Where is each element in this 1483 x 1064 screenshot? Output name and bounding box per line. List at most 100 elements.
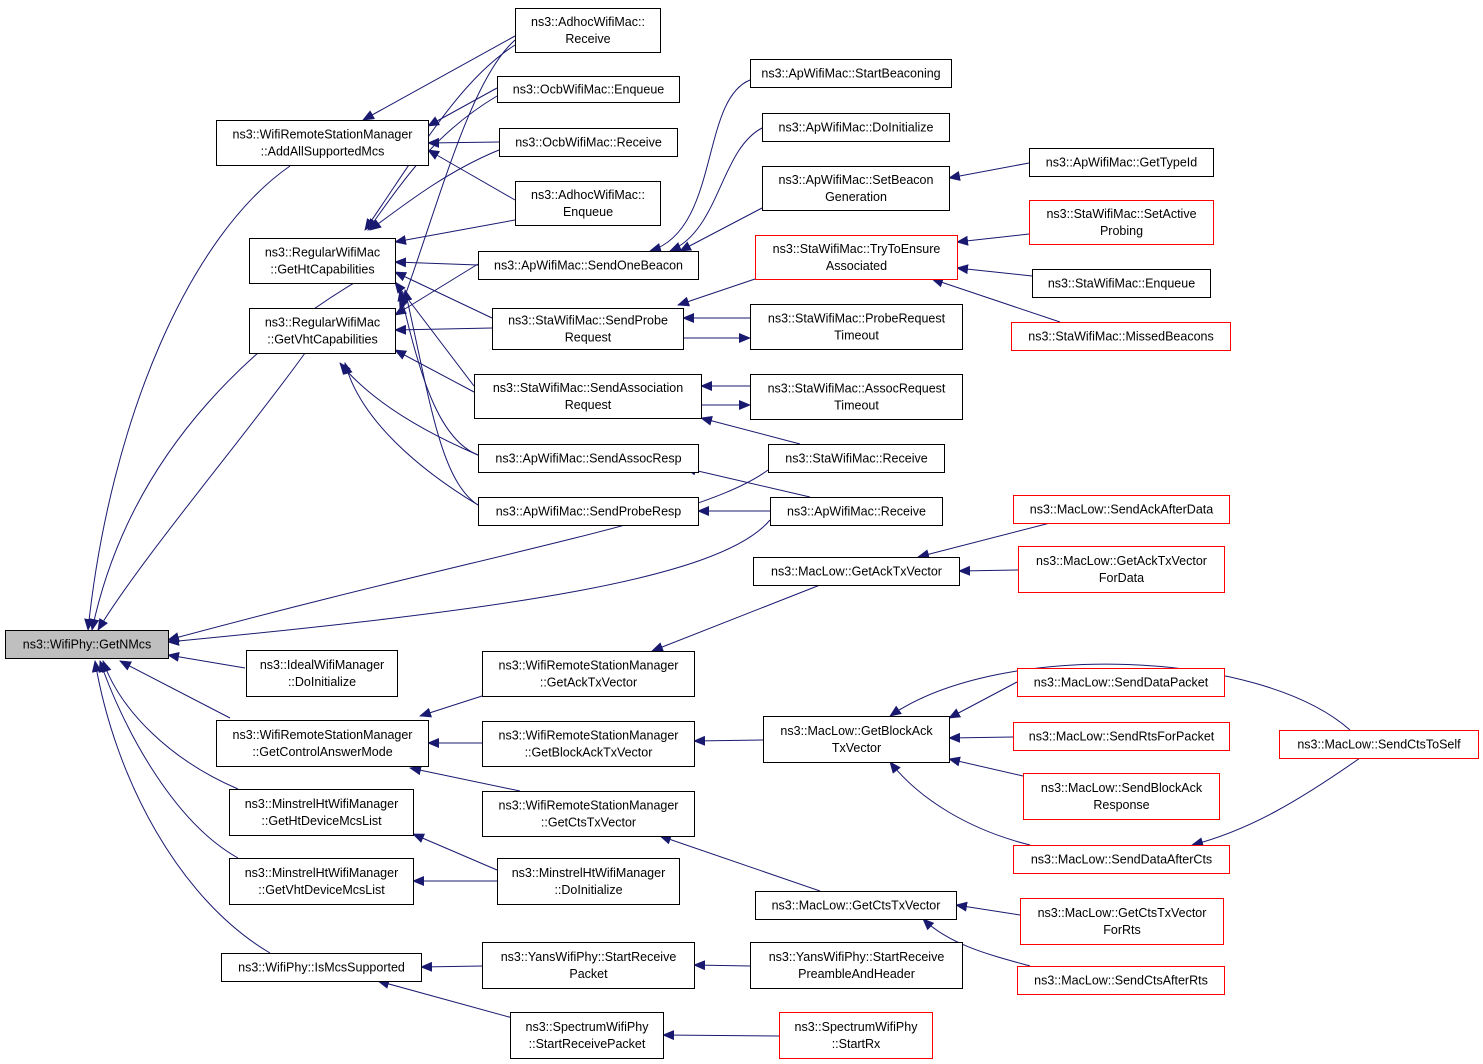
graph-node-root[interactable]: ns3::WifiPhy::GetNMcs — [5, 630, 169, 659]
node-label: Probing — [1100, 224, 1143, 238]
graph-node-ctsafterrts[interactable]: ns3::MacLow::SendCtsAfterRts — [1017, 966, 1225, 995]
graph-node-ctstoself[interactable]: ns3::MacLow::SendCtsToSelf — [1279, 730, 1479, 759]
graph-node-addall[interactable]: ns3::WifiRemoteStationManager::AddAllSup… — [216, 120, 429, 166]
graph-node-missed[interactable]: ns3::StaWifiMac::MissedBeacons — [1011, 322, 1231, 351]
graph-node-senddata[interactable]: ns3::MacLow::SendDataPacket — [1017, 668, 1225, 697]
node-label: Request — [565, 331, 612, 345]
graph-node-sendrts[interactable]: ns3::MacLow::SendRtsForPacket — [1013, 722, 1230, 751]
graph-node-ocbrecv[interactable]: ns3::OcbWifiMac::Receive — [499, 128, 678, 157]
call-edge — [931, 277, 1061, 323]
call-edge — [339, 362, 479, 456]
graph-node-adhocenq[interactable]: ns3::AdhocWifiMac::Enqueue — [515, 181, 661, 226]
node-label: TxVector — [832, 741, 881, 755]
node-box — [1018, 546, 1225, 593]
graph-node-ackafter[interactable]: ns3::MacLow::SendAckAfterData — [1013, 495, 1230, 524]
node-label: ns3::MacLow::SendBlockAck — [1041, 781, 1203, 795]
node-box — [478, 444, 699, 473]
call-edge — [659, 834, 821, 892]
call-edge — [956, 233, 1030, 246]
node-label: ns3::ApWifiMac::DoInitialize — [779, 121, 934, 135]
node-label: ns3::WifiPhy::IsMcsSupported — [238, 961, 405, 975]
call-edge — [397, 289, 479, 456]
graph-node-startbeacon[interactable]: ns3::ApWifiMac::StartBeaconing — [750, 59, 952, 88]
graph-node-getack[interactable]: ns3::MacLow::GetAckTxVector — [753, 557, 960, 586]
graph-node-specrecv[interactable]: ns3::SpectrumWifiPhy::StartReceivePacket — [510, 1012, 664, 1059]
node-label: ::GetHtCapabilities — [270, 263, 374, 277]
call-edge — [700, 415, 801, 445]
node-label: ::AddAllSupportedMcs — [261, 145, 385, 159]
call-edge — [649, 79, 751, 253]
node-box — [1029, 148, 1214, 177]
node-box — [510, 1012, 664, 1059]
node-label: ns3::OcbWifiMac::Enqueue — [513, 83, 665, 97]
node-box — [515, 181, 661, 226]
call-edge — [412, 833, 498, 871]
node-box — [750, 59, 952, 88]
node-label: ::DoInitialize — [554, 883, 622, 897]
call-edge — [693, 735, 764, 746]
graph-node-idealinit[interactable]: ns3::IdealWifiManager::DoInitialize — [246, 650, 398, 697]
node-label: ns3::WifiRemoteStationManager — [233, 728, 413, 742]
node-box — [229, 789, 414, 836]
call-edge — [427, 149, 516, 201]
node-box — [770, 497, 943, 526]
node-box — [762, 166, 950, 211]
node-box — [750, 304, 963, 350]
call-edge — [955, 901, 1021, 916]
graph-node-specrx[interactable]: ns3::SpectrumWifiPhy::StartRx — [779, 1012, 933, 1059]
graph-node-starecv[interactable]: ns3::StaWifiMac::Receive — [768, 444, 945, 473]
call-edge — [948, 732, 1014, 743]
node-box — [478, 251, 699, 280]
graph-node-staenq[interactable]: ns3::StaWifiMac::Enqueue — [1032, 269, 1211, 298]
node-label: ns3::ApWifiMac::SendProbeResp — [496, 505, 682, 519]
call-edge — [917, 522, 1051, 560]
node-label: ns3::ApWifiMac::SendAssocResp — [495, 452, 681, 466]
node-label: Timeout — [834, 329, 879, 343]
graph-node-wrsmack[interactable]: ns3::WifiRemoteStationManager::GetAckTxV… — [482, 651, 695, 697]
graph-node-getcts[interactable]: ns3::MacLow::GetCtsTxVector — [755, 891, 957, 920]
graph-node-wrsmblock[interactable]: ns3::WifiRemoteStationManager::GetBlockA… — [482, 721, 695, 767]
graph-node-ctrlans[interactable]: ns3::WifiRemoteStationManager::GetContro… — [216, 720, 429, 767]
graph-node-adhocrecv[interactable]: ns3::AdhocWifiMac::Receive — [515, 8, 661, 53]
node-label: ns3::ApWifiMac::StartBeaconing — [761, 67, 940, 81]
call-edge — [662, 1030, 780, 1041]
graph-node-dataaftercts[interactable]: ns3::MacLow::SendDataAfterCts — [1013, 845, 1230, 874]
call-edge — [394, 349, 475, 393]
call-edge — [377, 979, 521, 1021]
node-box — [474, 374, 702, 419]
graph-node-apinit[interactable]: ns3::ApWifiMac::DoInitialize — [762, 113, 950, 142]
graph-node-yanspre[interactable]: ns3::YansWifiPhy::StartReceivePreambleAn… — [750, 942, 963, 989]
node-label: ns3::AdhocWifiMac:: — [531, 188, 645, 202]
graph-node-vhtdev[interactable]: ns3::MinstrelHtWifiManager::GetVhtDevice… — [229, 858, 414, 905]
call-edge — [669, 127, 763, 252]
node-label: ns3::WifiRemoteStationManager — [499, 729, 679, 743]
graph-node-sendbeacon[interactable]: ns3::ApWifiMac::SendOneBeacon — [478, 251, 699, 280]
graph-node-vhtcap[interactable]: ns3::RegularWifiMac::GetVhtCapabilities — [249, 308, 396, 354]
call-edge — [651, 584, 821, 652]
call-edge — [693, 960, 751, 971]
graph-node-yansrecv[interactable]: ns3::YansWifiPhy::StartReceivePacket — [482, 942, 695, 989]
graph-node-gettypeid[interactable]: ns3::ApWifiMac::GetTypeId — [1029, 148, 1214, 177]
graph-node-htdev[interactable]: ns3::MinstrelHtWifiManager::GetHtDeviceM… — [229, 789, 414, 836]
graph-node-assocresp[interactable]: ns3::ApWifiMac::SendAssocResp — [478, 444, 699, 473]
graph-node-ismcs[interactable]: ns3::WifiPhy::IsMcsSupported — [221, 953, 422, 982]
graph-node-minstrelinit[interactable]: ns3::MinstrelHtWifiManager::DoInitialize — [497, 858, 680, 905]
graph-node-proberesp[interactable]: ns3::ApWifiMac::SendProbeResp — [478, 497, 699, 526]
call-edge — [97, 352, 306, 631]
graph-node-blockack[interactable]: ns3::MacLow::GetBlockAckTxVector — [763, 716, 950, 763]
node-label: ::GetAckTxVector — [540, 676, 637, 690]
graph-node-htcap[interactable]: ns3::RegularWifiMac::GetHtCapabilities — [249, 238, 396, 284]
graph-node-wrsmcts[interactable]: ns3::WifiRemoteStationManager::GetCtsTxV… — [482, 791, 695, 837]
graph-node-aprecv[interactable]: ns3::ApWifiMac::Receive — [770, 497, 943, 526]
graph-node-ocbenq[interactable]: ns3::OcbWifiMac::Enqueue — [497, 76, 680, 103]
